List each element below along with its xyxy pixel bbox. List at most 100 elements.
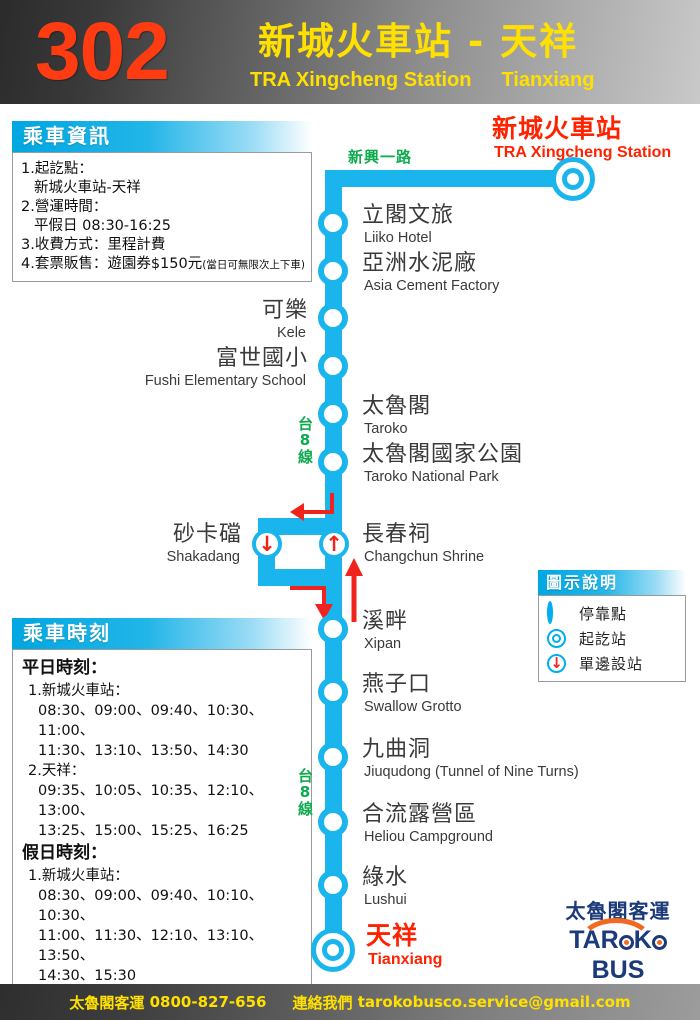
- station-marker-liiko-hotel[interactable]: [318, 208, 348, 238]
- station-heliou-campground-en: Heliou Campground: [364, 829, 493, 845]
- terminus-xingcheng-en: TRA Xingcheng Station: [494, 144, 672, 161]
- route-map: 新興一路 台8線 台8線 新城火車站 TRA Xingcheng Station…: [0, 104, 700, 984]
- station-marker-heliou-campground[interactable]: [318, 807, 348, 837]
- ride-info-body: 1.起訖點： 新城火車站-天祥 2.營運時間： 平假日 08:30-16:25 …: [12, 152, 312, 282]
- station-label-kele: 可樂 Kele: [110, 298, 308, 342]
- station-marker-asia-cement-factory[interactable]: [318, 256, 348, 286]
- road-label-xinxing-1st-road: 新興一路: [348, 148, 413, 166]
- route-segment-main-vertical: [325, 170, 342, 960]
- terminus-tianxiang-en: Tianxiang: [368, 951, 443, 968]
- info-line-endpoints-value: 新城火車站-天祥: [34, 180, 141, 196]
- station-jiuqudong-zh: 九曲洞: [362, 737, 432, 762]
- station-marker-lushui[interactable]: [318, 870, 348, 900]
- legend-label-oneway: 單邊設站: [579, 655, 644, 673]
- station-marker-jiuqudong[interactable]: [318, 742, 348, 772]
- terminus-circle-icon: [547, 628, 567, 649]
- info-line-hours-value: 平假日 08:30-16:25: [34, 218, 171, 234]
- station-asia-cement-factory-zh: 亞洲水泥廠: [362, 251, 478, 276]
- station-swallow-grotto-zh: 燕子口: [362, 672, 432, 697]
- logo-word-bus: BUS: [591, 956, 645, 984]
- station-taroko-en: Taroko: [364, 421, 408, 437]
- logo-arc-icon: [578, 918, 654, 944]
- logo-wheel-right-icon: [651, 935, 667, 950]
- legend-panel: 圖示說明 停靠點 起訖站 ↓ 單邊設站: [538, 570, 686, 682]
- schedule-panel: 乘車時刻 平日時刻： 1.新城火車站： 08:30、09:00、09:40、10…: [12, 618, 312, 1020]
- terminus-marker-tianxiang[interactable]: [311, 928, 355, 972]
- station-lushui-en: Lushui: [364, 892, 407, 908]
- route-number: 302: [35, 6, 170, 97]
- direction-arrow-northbound: [345, 558, 363, 622]
- station-marker-shakadang[interactable]: ↓: [252, 529, 282, 559]
- station-taroko-national-park-zh: 太魯閣國家公園: [362, 442, 524, 467]
- holiday-group1-times-line2: 11:00、11:30、12:10、13:10、13:50、: [38, 928, 264, 964]
- direction-arrow-upper-left: [290, 493, 334, 521]
- station-marker-taroko[interactable]: [318, 399, 348, 429]
- schedule-body: 平日時刻： 1.新城火車站： 08:30、09:00、09:40、10:30、1…: [12, 649, 312, 1020]
- terminus-xingcheng-zh: 新城火車站: [492, 114, 623, 143]
- station-marker-xipan[interactable]: [318, 614, 348, 644]
- holiday-group1-times-line3: 14:30、15:30: [38, 968, 137, 984]
- down-arrow-icon: ↓: [258, 532, 276, 556]
- station-jiuqudong-en: Jiuqudong (Tunnel of Nine Turns): [364, 764, 579, 780]
- info-line-endpoints-label: 1.起訖點：: [21, 161, 93, 177]
- info-line-fare-method: 3.收費方式：里程計費: [21, 237, 166, 253]
- legend-title: 圖示說明: [538, 570, 686, 595]
- info-line-pass-sale: 4.套票販售：遊園券$150元(當日可無限次上下車): [21, 255, 305, 275]
- footer-email[interactable]: tarokobusco.service@gmail.com: [357, 993, 631, 1011]
- holiday-heading: 假日時刻：: [22, 843, 107, 863]
- weekday-group2-times-line1: 09:35、10:05、10:35、12:10、13:00、: [38, 783, 264, 819]
- station-label-heliou-campground: 合流露營區 Heliou Campground: [362, 802, 493, 846]
- station-marker-kele[interactable]: [318, 303, 348, 333]
- footer-phone[interactable]: 0800-827-656: [149, 993, 267, 1011]
- weekday-heading: 平日時刻：: [22, 658, 107, 678]
- holiday-group1-label: 1.新城火車站：: [28, 868, 129, 884]
- direction-arrow-lower-down: [290, 586, 333, 620]
- logo-wheel-left-icon: [618, 935, 634, 950]
- station-label-jiuqudong: 九曲洞 Jiuqudong (Tunnel of Nine Turns): [362, 737, 579, 781]
- legend-label-stop: 停靠點: [579, 605, 628, 623]
- legend-label-terminus: 起訖站: [579, 630, 628, 648]
- poster-footer: 太魯閣客運 0800-827-656 連絡我們 tarokobusco.serv…: [0, 984, 700, 1020]
- route-title-english: TRA Xingcheng Station Tianxiang: [250, 68, 690, 92]
- station-label-lushui: 綠水 Lushui: [362, 865, 408, 909]
- pass-sale-note: (當日可無限次上下車): [202, 259, 305, 271]
- route-destination-english: Tianxiang: [501, 69, 595, 91]
- holiday-group1-times-line1: 08:30、09:00、09:40、10:10、10:30、: [38, 888, 264, 924]
- station-liiko-hotel-zh: 立閣文旅: [362, 203, 455, 228]
- terminus-label-tianxiang: 天祥 Tianxiang: [366, 921, 442, 969]
- footer-company: 太魯閣客運: [69, 993, 145, 1012]
- logo-chinese-name: 太魯閣客運: [565, 899, 671, 923]
- station-label-changchun-shrine: 長春祠 Changchun Shrine: [362, 522, 484, 566]
- station-lushui-zh: 綠水: [362, 865, 409, 890]
- route-origin-english: TRA Xingcheng Station: [250, 69, 472, 91]
- footer-contact-label: 連絡我們: [292, 993, 353, 1012]
- road-label-provincial-highway-8-upper: 台8線: [296, 416, 314, 464]
- weekday-group1-times-line1: 08:30、09:00、09:40、10:30、11:00、: [38, 703, 264, 739]
- station-taroko-zh: 太魯閣: [362, 394, 432, 419]
- schedule-title: 乘車時刻: [12, 618, 312, 649]
- route-loop-top-horizontal: [258, 518, 342, 535]
- station-marker-taroko-national-park[interactable]: [318, 447, 348, 477]
- station-shakadang-zh: 砂卡礑: [172, 522, 242, 547]
- road-label-provincial-highway-8-lower: 台8線: [296, 768, 314, 816]
- station-label-fushi-elementary-school: 富世國小 Fushi Elementary School: [70, 346, 308, 390]
- station-marker-fushi-elementary-school[interactable]: [318, 351, 348, 381]
- station-heliou-campground-zh: 合流露營區: [362, 802, 478, 827]
- station-changchun-shrine-en: Changchun Shrine: [364, 549, 485, 565]
- station-label-xipan: 溪畔 Xipan: [362, 609, 408, 653]
- station-marker-changchun-shrine[interactable]: ↑: [319, 529, 349, 559]
- station-label-taroko: 太魯閣 Taroko: [362, 394, 431, 438]
- weekday-group2-label: 2.天祥：: [28, 763, 86, 779]
- terminus-marker-xingcheng[interactable]: [551, 157, 595, 201]
- station-taroko-national-park-en: Taroko National Park: [364, 469, 499, 485]
- station-marker-swallow-grotto[interactable]: [318, 677, 348, 707]
- station-xipan-en: Xipan: [364, 636, 402, 652]
- weekday-group1-label: 1.新城火車站：: [28, 683, 129, 699]
- station-changchun-shrine-zh: 長春祠: [362, 522, 432, 547]
- up-arrow-icon: ↑: [325, 532, 343, 556]
- terminus-label-xingcheng: 新城火車站 TRA Xingcheng Station: [492, 114, 671, 162]
- station-xipan-zh: 溪畔: [362, 609, 409, 634]
